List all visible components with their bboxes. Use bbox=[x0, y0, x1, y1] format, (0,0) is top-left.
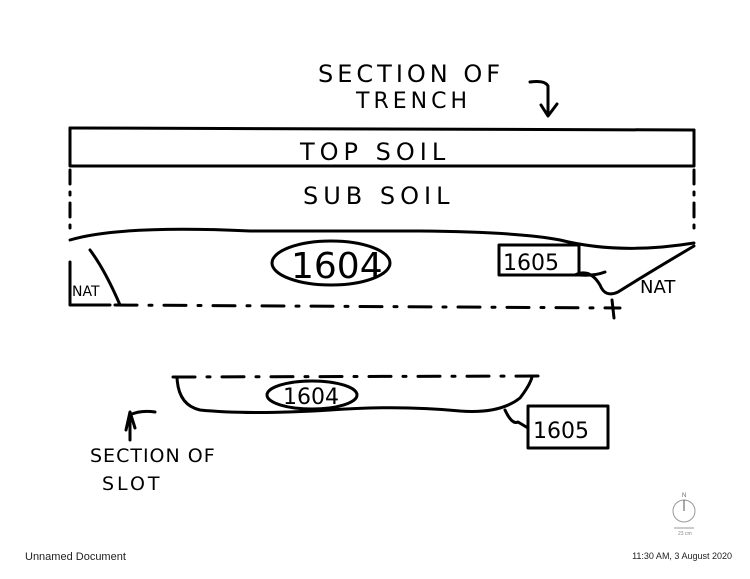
document-timestamp: 11:30 AM, 3 August 2020 bbox=[632, 551, 732, 561]
compass-icon[interactable]: N 23 cm bbox=[670, 490, 700, 538]
slot-profile bbox=[175, 375, 534, 414]
slot-1604-oval bbox=[265, 379, 359, 411]
topsoil-label: TOP SOIL bbox=[299, 138, 450, 166]
subsoil-label: SUB SOIL bbox=[303, 182, 454, 210]
nat-right-label: NAT bbox=[640, 277, 676, 298]
compass-north-label: N bbox=[682, 493, 686, 499]
compass-scale-label: 23 cm bbox=[678, 531, 692, 537]
nat-left-label: NAT bbox=[72, 284, 100, 300]
slot-1605-leader bbox=[503, 408, 530, 430]
trench-caption-line1: SECTION OF bbox=[318, 60, 504, 88]
fill-1605-leader bbox=[577, 270, 607, 277]
slot-caption-line2: SLOT bbox=[102, 473, 163, 495]
slot-1604-label: 1604 bbox=[283, 385, 339, 410]
fill-1605-box bbox=[497, 243, 581, 277]
fill-1604-label: 1604 bbox=[291, 246, 383, 287]
fill-1605-label: 1605 bbox=[503, 251, 559, 276]
document-title: Unnamed Document bbox=[25, 551, 126, 563]
trench-base-dashdot bbox=[113, 303, 622, 310]
feature-cut-line bbox=[68, 227, 696, 250]
nat-left-box bbox=[68, 260, 112, 307]
trench-caption-line2: TRENCH bbox=[355, 89, 471, 114]
slot-caption-line1: SECTION OF bbox=[90, 445, 216, 467]
slot-1605-label: 1605 bbox=[533, 419, 589, 444]
ground-surface-line bbox=[68, 126, 696, 132]
trench-base-right-tick bbox=[610, 298, 616, 320]
slot-top-dashdot bbox=[171, 374, 542, 379]
slot-caption-arrow bbox=[124, 409, 157, 442]
fill-1604-oval bbox=[270, 239, 392, 287]
cut-left-side bbox=[88, 248, 122, 307]
cut-right-side bbox=[573, 244, 696, 296]
caption-arrow bbox=[528, 80, 559, 118]
